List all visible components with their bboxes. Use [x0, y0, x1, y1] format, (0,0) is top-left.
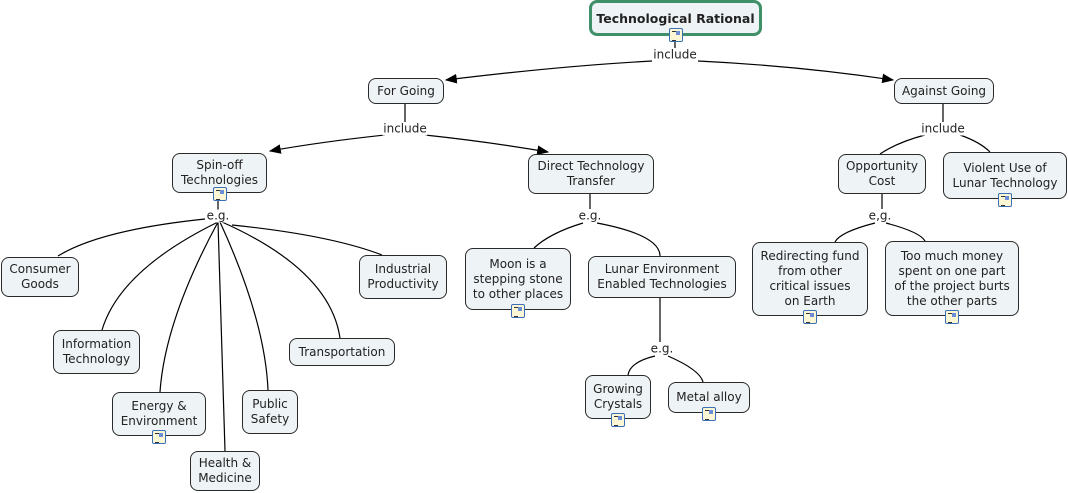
node-label: Moon is a stepping stone to other places: [472, 256, 564, 301]
node-label: Redirecting fund from other critical iss…: [760, 249, 860, 308]
resource-icon[interactable]: [945, 310, 959, 324]
linking-phrase-include[interactable]: include: [920, 121, 966, 136]
node-label: Too much money spent on one part of the …: [894, 248, 1010, 308]
node-for-going[interactable]: For Going: [368, 78, 444, 104]
linking-phrase-include[interactable]: include: [382, 121, 428, 136]
link-metal: [667, 355, 704, 383]
link-transport: [221, 221, 341, 339]
node-opportunity-cost[interactable]: Opportunity Cost: [838, 154, 926, 194]
node-information-technology[interactable]: Information Technology: [53, 330, 140, 374]
link-info: [101, 221, 219, 331]
link-against-opp: [879, 134, 926, 155]
link-against-violent: [959, 134, 991, 153]
node-label: Technological Rational: [596, 10, 755, 26]
node-too-much-money[interactable]: Too much money spent on one part of the …: [885, 241, 1019, 324]
link-redirect: [834, 222, 876, 243]
node-label: Public Safety: [250, 397, 290, 426]
link-consumer: [57, 218, 206, 257]
node-label: Against Going: [901, 83, 987, 98]
resource-icon[interactable]: [998, 193, 1012, 207]
node-transportation[interactable]: Transportation: [289, 338, 395, 366]
link-moon: [533, 222, 584, 249]
link-toomuch: [885, 222, 926, 242]
node-label: Information Technology: [61, 337, 132, 366]
resource-icon[interactable]: [803, 310, 817, 324]
link-for-spin: [268, 134, 386, 154]
link-crystals: [627, 355, 656, 376]
node-energy-environment[interactable]: Energy & Environment: [112, 392, 206, 444]
node-label: Spin-off Technologies: [180, 158, 259, 187]
node-label: Transportation: [298, 344, 386, 359]
linking-phrase-eg[interactable]: e.g.: [205, 208, 231, 223]
resource-icon[interactable]: [212, 187, 227, 201]
node-label: Lunar Environment Enabled Technologies: [597, 262, 727, 291]
node-metal-alloy[interactable]: Metal alloy: [668, 382, 750, 421]
node-label: Health & Medicine: [198, 456, 252, 485]
node-label: Direct Technology Transfer: [537, 159, 645, 188]
node-consumer-goods[interactable]: Consumer Goods: [1, 257, 79, 297]
link-energy: [159, 221, 219, 393]
node-moon-stepping-stone[interactable]: Moon is a stepping stone to other places: [465, 248, 571, 318]
node-redirecting-fund[interactable]: Redirecting fund from other critical iss…: [752, 242, 868, 324]
node-label: Opportunity Cost: [845, 159, 918, 188]
link-health: [217, 221, 226, 452]
linking-phrase-include[interactable]: include: [652, 47, 698, 62]
link-safety: [219, 221, 269, 391]
node-spin-off-technologies[interactable]: Spin-off Technologies: [172, 153, 267, 201]
node-technological-rational[interactable]: Technological Rational: [589, 0, 762, 42]
node-label: Growing Crystals: [593, 382, 643, 411]
node-industrial-productivity[interactable]: Industrial Productivity: [359, 255, 447, 299]
resource-icon[interactable]: [611, 413, 625, 427]
node-public-safety[interactable]: Public Safety: [242, 390, 298, 434]
link-root-for: [444, 60, 653, 84]
node-lunar-environment[interactable]: Lunar Environment Enabled Technologies: [588, 256, 736, 298]
node-label: Metal alloy: [676, 390, 742, 404]
resource-icon[interactable]: [668, 28, 683, 42]
link-industrial: [231, 224, 383, 256]
node-direct-technology-transfer[interactable]: Direct Technology Transfer: [528, 154, 654, 194]
node-against-going[interactable]: Against Going: [894, 78, 994, 104]
resource-icon[interactable]: [152, 430, 166, 444]
node-growing-crystals[interactable]: Growing Crystals: [585, 375, 651, 427]
node-label: Violent Use of Lunar Technology: [952, 160, 1058, 190]
node-label: Energy & Environment: [120, 399, 198, 428]
node-label: Industrial Productivity: [367, 262, 439, 291]
resource-icon[interactable]: [702, 407, 716, 421]
linking-phrase-eg[interactable]: e.g.: [577, 208, 603, 223]
node-label: Consumer Goods: [9, 262, 71, 291]
link-lunar: [596, 222, 661, 257]
linking-phrase-eg[interactable]: e,g.: [867, 208, 893, 223]
resource-icon[interactable]: [511, 304, 525, 318]
node-label: For Going: [377, 83, 435, 98]
linking-phrase-eg[interactable]: e.g.: [649, 341, 675, 356]
node-violent-use[interactable]: Violent Use of Lunar Technology: [943, 152, 1067, 207]
link-for-direct: [424, 134, 550, 155]
link-root-against: [697, 60, 895, 84]
node-health-medicine[interactable]: Health & Medicine: [190, 451, 260, 491]
